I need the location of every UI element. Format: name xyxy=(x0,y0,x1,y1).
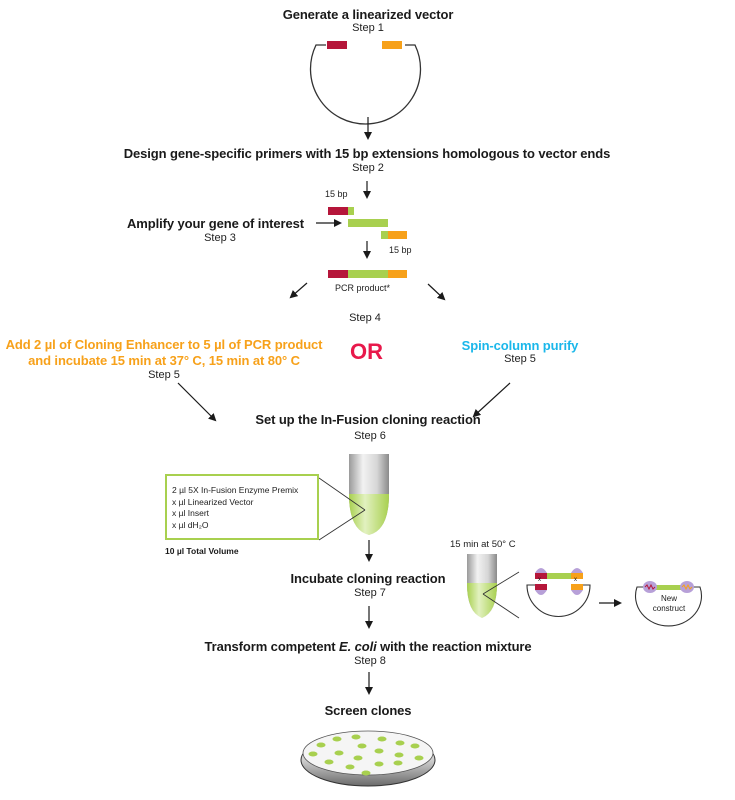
step7-label: Step 7 xyxy=(354,587,386,599)
recombination-detail xyxy=(526,568,591,618)
new-construct-label: New construct xyxy=(643,594,695,614)
pcr-product xyxy=(328,270,407,278)
step1-label: Step 1 xyxy=(352,22,384,34)
primer-diagram xyxy=(328,207,407,239)
incubation-condition: 15 min at 50° C xyxy=(450,539,516,550)
step3-title: Amplify your gene of interest xyxy=(127,216,304,231)
vector-end-red xyxy=(327,41,347,49)
vector-backbone xyxy=(309,44,422,125)
organism-name: E. coli xyxy=(339,639,377,654)
step8-label: Step 8 xyxy=(354,655,386,667)
recipe-line: x µl Linearized Vector xyxy=(172,496,254,507)
recipe-line: x µl dH₂O xyxy=(172,519,209,530)
total-volume: 10 µl Total Volume xyxy=(165,546,239,556)
new-construct-line2: construct xyxy=(652,604,686,613)
recipe-line: x µl Insert xyxy=(172,508,210,518)
primer-overlap-label-top: 15 bp xyxy=(325,189,348,199)
enhancer-line1: Add 2 µl of Cloning Enhancer to 5 µl of … xyxy=(5,337,323,352)
arrow-to-enhancer xyxy=(289,282,308,299)
crossover-mark-right: x xyxy=(574,577,577,583)
spin-column-title: Spin-column purify xyxy=(461,338,579,353)
step5b-label: Step 5 xyxy=(504,353,536,365)
recipe-box: 2 µl 5X In-Fusion Enzyme Premix x µl Lin… xyxy=(165,474,319,540)
arrow-spin-to-6 xyxy=(472,382,511,418)
pcr-product-label: PCR product* xyxy=(335,283,391,293)
step2-label: Step 2 xyxy=(352,162,384,174)
new-construct-line1: New xyxy=(660,594,677,603)
step6-label: Step 6 xyxy=(354,430,386,442)
vector-end-orange xyxy=(382,41,402,49)
new-construct xyxy=(634,581,703,627)
step2-title: Design gene-specific primers with 15 bp … xyxy=(123,146,611,161)
step7-title: Incubate cloning reaction xyxy=(290,571,446,586)
step1-title: Generate a linearized vector xyxy=(282,7,454,22)
recipe-line: 2 µl 5X In-Fusion Enzyme Premix xyxy=(172,485,299,495)
incubation-tube xyxy=(467,554,520,619)
step9-title: Screen clones xyxy=(324,703,412,718)
crossover-mark-left: x xyxy=(538,577,541,583)
enhancer-line2: and incubate 15 min at 37° C, 15 min at … xyxy=(28,353,300,368)
step5a-label: Step 5 xyxy=(148,369,180,381)
step6-title: Set up the In-Fusion cloning reaction xyxy=(255,412,481,427)
linearized-vector xyxy=(309,41,422,125)
step3-label: Step 3 xyxy=(204,232,236,244)
primer-overlap-label-bottom: 15 bp xyxy=(389,245,412,255)
or-divider: OR xyxy=(350,339,383,364)
reaction-tube xyxy=(318,454,389,541)
petri-dish xyxy=(300,730,436,787)
step4-label: Step 4 xyxy=(349,312,381,324)
arrow-to-spin xyxy=(427,283,446,301)
step8-title: Transform competent E. coli with the rea… xyxy=(204,639,532,654)
colonies xyxy=(308,734,424,776)
arrow-enhancer-to-6 xyxy=(177,382,217,422)
